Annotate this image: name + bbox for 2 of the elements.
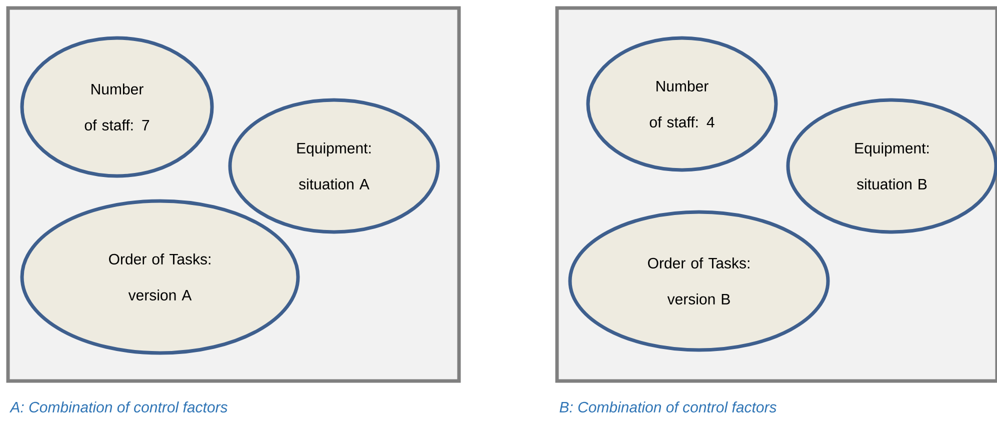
node-label: A: Combination of control factors <box>9 401 228 412</box>
node-label: B: Combination of control factors <box>560 401 776 412</box>
